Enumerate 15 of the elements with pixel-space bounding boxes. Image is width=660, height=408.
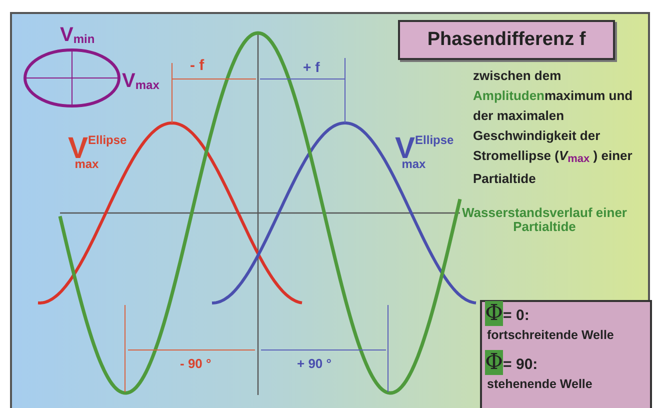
- title-box: [398, 20, 615, 60]
- description-text: zwischen dem Amplitudenmaximum und der maximalen Geschwindigkeit der Stromellipse (V$_{max}$ ) einer Partialtide: [473, 67, 634, 188]
- phase-label: - 90 °: [180, 357, 212, 372]
- phase-value: Φ= 0:: [485, 303, 530, 325]
- velocity-label: V$_{min}$: [60, 24, 95, 46]
- legend-box: [480, 300, 652, 408]
- curve-label: Wasserstandsverlauf einer Partialtide: [462, 206, 627, 235]
- velocity-label: V$_{max}$: [122, 70, 160, 92]
- wave-type-text: fortschreitende Welle: [487, 328, 615, 342]
- title-text: Phasendifferenz f: [427, 29, 586, 51]
- wave-type-text: stehenende Welle: [487, 377, 594, 391]
- phase-value: Φ= 90:: [485, 352, 539, 374]
- phase-label: + 90 °: [297, 357, 332, 372]
- phase-label: - f: [190, 58, 204, 74]
- phase-label: + f: [303, 60, 320, 76]
